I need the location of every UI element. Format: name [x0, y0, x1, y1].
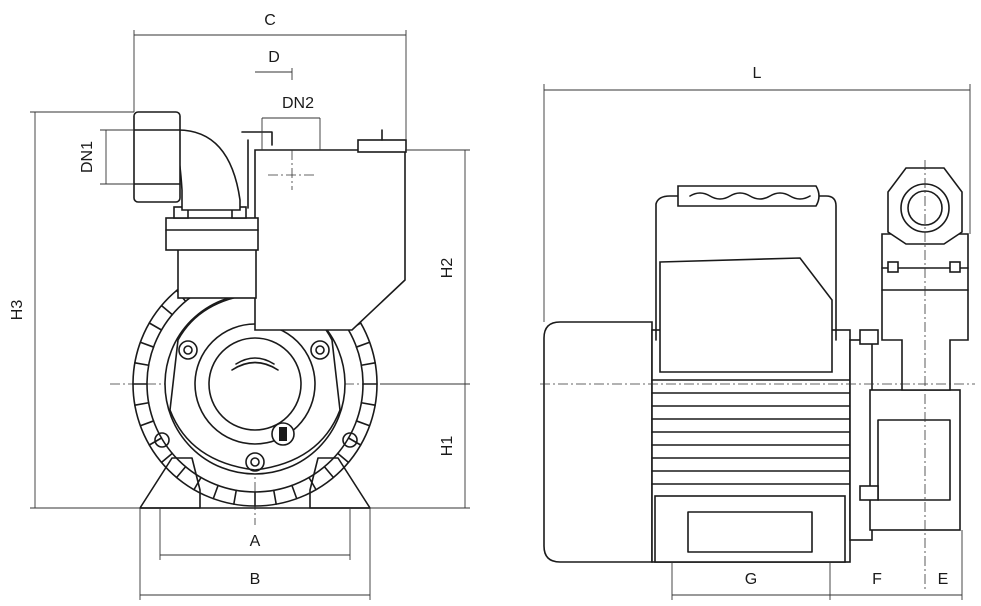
- cooling-fin: [360, 362, 376, 367]
- cooling-fin: [355, 420, 371, 427]
- cooling-fin: [160, 452, 174, 464]
- cooling-fin: [360, 401, 376, 406]
- label-h2: H2: [439, 258, 456, 279]
- handle-grip-texture: [689, 192, 811, 200]
- inlet-neck: [177, 247, 257, 299]
- cooling-fin: [308, 476, 317, 491]
- priming-rod: [241, 131, 273, 209]
- cooling-fin: [148, 322, 163, 331]
- terminal-box: [659, 257, 833, 373]
- motor-bolt-left: [154, 432, 170, 448]
- cooling-fin: [134, 362, 150, 367]
- casing-bolt-left: [178, 340, 198, 360]
- left-foot: [139, 457, 201, 509]
- cooling-fin: [323, 465, 335, 479]
- side-view: [540, 160, 975, 590]
- right-foot: [309, 457, 371, 509]
- impeller-cover: [208, 337, 302, 431]
- pump-flange: [849, 339, 873, 541]
- pump-housing: [869, 389, 961, 531]
- cooling-fin: [355, 341, 371, 348]
- label-h1: H1: [439, 436, 456, 457]
- pump-head-tank: [254, 149, 406, 331]
- casing-bolt-right-core: [315, 345, 325, 355]
- drain-plug-slot: [279, 427, 287, 441]
- cooling-fin: [139, 420, 155, 427]
- outlet-cap: [357, 139, 407, 153]
- label-g: G: [745, 571, 757, 588]
- label-d: D: [268, 49, 280, 66]
- front-view: [110, 111, 407, 525]
- riser-bolt-left: [887, 261, 899, 273]
- cooling-fin: [175, 465, 187, 479]
- riser-bolt-right: [949, 261, 961, 273]
- impeller-vane-upper: [231, 361, 279, 371]
- front-dimensions: C D DN2 DN1 H3 H2 H1 A: [9, 12, 470, 600]
- label-c: C: [264, 12, 276, 29]
- cooling-fin: [160, 304, 174, 316]
- inlet-elbow: [177, 129, 241, 211]
- side-dimensions: L G F E: [543, 65, 971, 600]
- motor-bolt-right: [342, 432, 358, 448]
- pump-housing-inner: [877, 419, 951, 501]
- cooling-fin: [139, 341, 155, 348]
- label-dn1: DN1: [79, 141, 96, 173]
- label-dn2: DN2: [282, 95, 314, 112]
- label-e: E: [938, 571, 949, 588]
- pump-bolt-bottom: [859, 485, 879, 501]
- cooling-fin: [193, 476, 202, 491]
- cooling-fin: [233, 489, 238, 505]
- motor-base: [654, 495, 846, 563]
- label-l: L: [753, 65, 762, 82]
- impeller-vane-upper-inner: [235, 357, 275, 365]
- casing-bolt-right: [310, 340, 330, 360]
- base-recess: [687, 511, 813, 553]
- label-h3: H3: [9, 300, 26, 321]
- cooling-fin: [212, 484, 219, 500]
- cooling-fin: [134, 401, 150, 406]
- motor-end-cap: [543, 321, 653, 563]
- inlet-nut: [133, 111, 181, 203]
- label-a: A: [250, 533, 261, 550]
- cooling-fin: [336, 452, 350, 464]
- cooling-fin: [272, 489, 277, 505]
- pump-bolt-top: [859, 329, 879, 345]
- flange-nut-left: [173, 206, 189, 219]
- casing-bolt-bottom-core: [250, 457, 260, 467]
- casing-bolt-left-core: [183, 345, 193, 355]
- label-b: B: [250, 571, 261, 588]
- cooling-fin: [347, 437, 362, 446]
- casing-bolt-bottom: [245, 452, 265, 472]
- motor-side-fins: [651, 379, 851, 485]
- label-f: F: [872, 571, 882, 588]
- inlet-flange: [165, 217, 259, 251]
- cooling-fin: [291, 484, 298, 500]
